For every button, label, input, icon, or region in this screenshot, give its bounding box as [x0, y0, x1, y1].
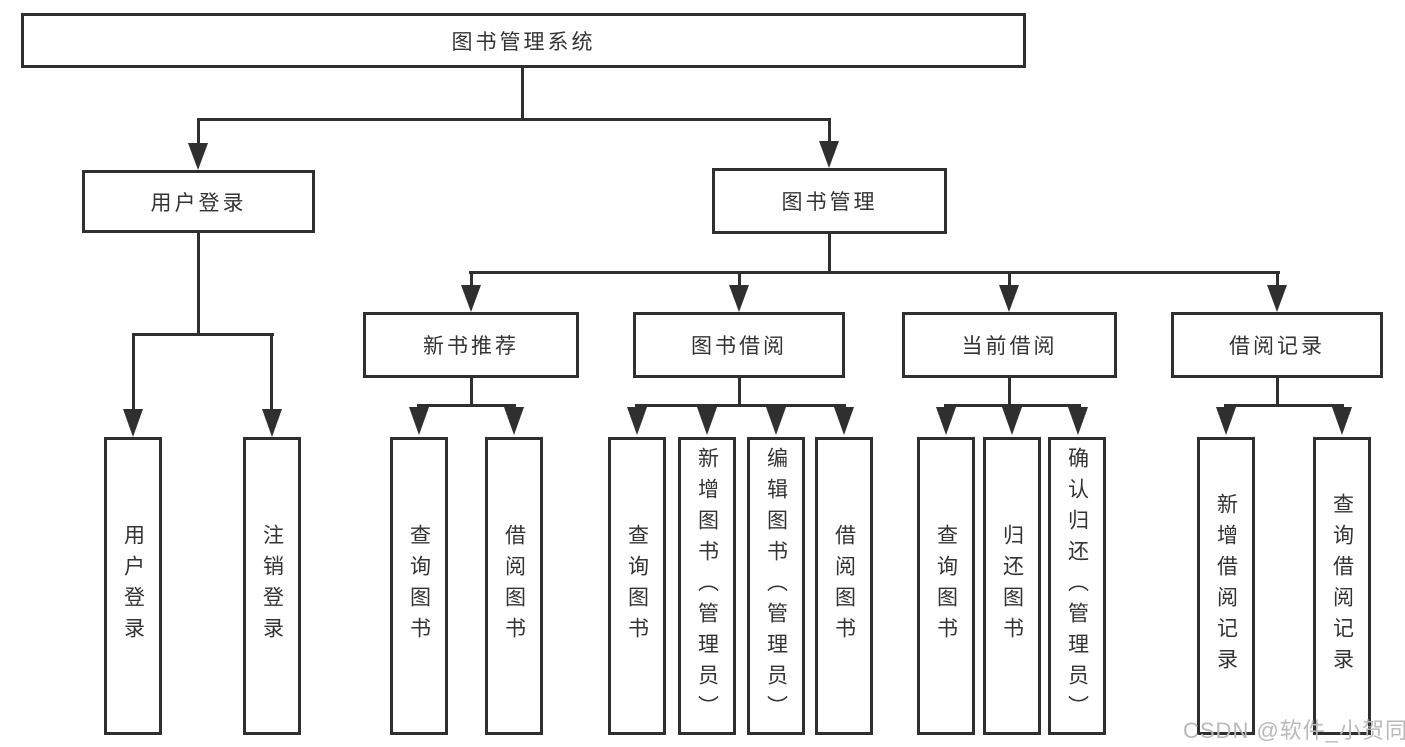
arrow-down-icon	[936, 407, 956, 435]
leaf-query-books-2: 查询图书	[608, 437, 666, 735]
node-current-borrow: 当前借阅	[902, 312, 1117, 378]
arrow-down-icon	[1002, 407, 1022, 435]
connector-line	[132, 333, 274, 336]
leaf-confirm-return-admin: 确认归还（管理员）	[1048, 437, 1106, 735]
arrow-down-icon	[1332, 407, 1352, 435]
leaf-add-book-admin: 新增图书（管理员）	[678, 437, 736, 735]
connector-line	[1276, 378, 1279, 407]
connector-line	[738, 271, 741, 288]
leaf-query-borrow-record: 查询借阅记录	[1313, 437, 1371, 735]
arrow-down-icon	[819, 141, 839, 168]
leaf-add-borrow-record: 新增借阅记录	[1197, 437, 1255, 735]
node-new-book-recommend: 新书推荐	[363, 312, 579, 378]
arrow-down-icon	[1068, 407, 1088, 435]
connector-line	[1224, 404, 1344, 407]
connector-line	[197, 233, 200, 336]
connector-line	[1276, 271, 1279, 288]
connector-line	[470, 378, 473, 407]
arrow-down-icon	[262, 409, 282, 437]
arrow-down-icon	[188, 143, 208, 170]
leaf-edit-book-admin: 编辑图书（管理员）	[747, 437, 805, 735]
node-user-login-branch: 用户登录	[82, 170, 315, 233]
arrow-down-icon	[834, 407, 854, 435]
connector-line	[270, 333, 273, 412]
arrow-down-icon	[504, 407, 524, 435]
connector-line	[521, 66, 524, 121]
leaf-query-books-1: 查询图书	[390, 437, 448, 735]
connector-line	[944, 404, 1081, 407]
leaf-user-login: 用户登录	[104, 437, 162, 735]
node-root: 图书管理系统	[21, 13, 1026, 68]
connector-line	[469, 271, 1280, 274]
connector-line	[635, 404, 846, 407]
connector-line	[470, 271, 473, 288]
connector-line	[1008, 378, 1011, 407]
arrow-down-icon	[766, 407, 786, 435]
connector-line	[417, 404, 516, 407]
arrow-down-icon	[461, 285, 481, 312]
connector-line	[828, 234, 831, 274]
arrow-down-icon	[1267, 285, 1287, 312]
leaf-query-books-3: 查询图书	[917, 437, 975, 735]
connector-line	[1008, 271, 1011, 288]
leaf-return-books: 归还图书	[983, 437, 1041, 735]
arrow-down-icon	[1216, 407, 1236, 435]
arrow-down-icon	[729, 285, 749, 312]
arrow-down-icon	[123, 409, 143, 437]
leaf-borrow-books-1: 借阅图书	[485, 437, 543, 735]
node-book-borrow: 图书借阅	[633, 312, 845, 378]
connector-line	[738, 378, 741, 407]
arrow-down-icon	[999, 285, 1019, 312]
connector-line	[197, 118, 831, 121]
connector-line	[132, 333, 135, 412]
arrow-down-icon	[697, 407, 717, 435]
arrow-down-icon	[627, 407, 647, 435]
connector-line	[197, 118, 200, 146]
node-borrow-records: 借阅记录	[1171, 312, 1383, 378]
connector-line	[828, 118, 831, 144]
watermark: CSDN @软件_小贺同学	[1183, 718, 1405, 743]
node-book-management: 图书管理	[712, 168, 947, 234]
leaf-logout: 注销登录	[243, 437, 301, 735]
leaf-borrow-books-2: 借阅图书	[815, 437, 873, 735]
arrow-down-icon	[409, 407, 429, 435]
